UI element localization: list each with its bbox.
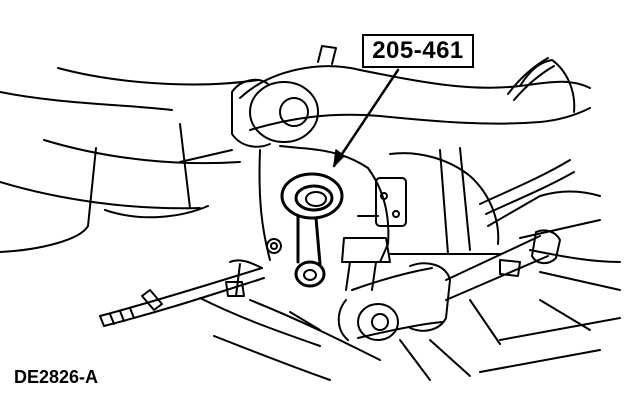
frame-rail-left	[0, 67, 259, 253]
steering-knuckle	[258, 145, 501, 291]
right-frame-and-hoses	[479, 57, 621, 373]
upper-arm-pivot-bushing	[231, 78, 319, 148]
brake-hose	[99, 267, 265, 327]
seal-installer-tool	[280, 172, 344, 288]
callout-leader-arrow	[332, 68, 400, 168]
lower-link-assembly	[249, 235, 549, 361]
lower-crossmember	[199, 297, 591, 381]
lower-bracket-bolt	[225, 238, 282, 297]
figure-id-label: DE2826-A	[14, 367, 99, 387]
tool-number-callout: 205-461	[362, 34, 474, 68]
